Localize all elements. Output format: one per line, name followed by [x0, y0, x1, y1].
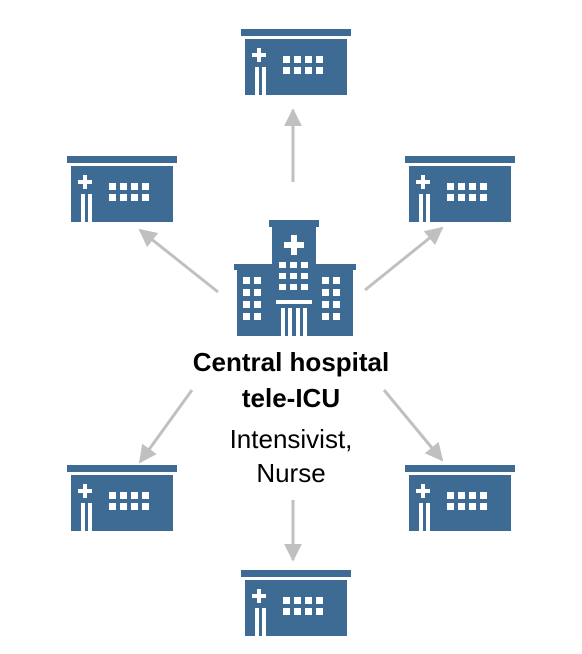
hospital-icon-bottom: [241, 570, 351, 636]
hospital-icon-top-left: [67, 156, 177, 222]
arrow-bottom-left: [138, 389, 194, 464]
staff-line1: Intensivist,: [229, 424, 353, 454]
central-hospital-title-line2: tele-ICU: [241, 383, 341, 413]
central-hospital-icon: [234, 220, 356, 336]
hospital-icon-top-right: [405, 156, 515, 222]
arrow-top-left: [138, 228, 219, 294]
staff-line2: Nurse: [256, 458, 326, 488]
hospital-icon-top: [241, 29, 351, 95]
central-hospital-title-line1: Central hospital: [192, 347, 390, 377]
arrow-bottom-right: [382, 389, 444, 462]
arrow-top-right: [364, 226, 444, 292]
